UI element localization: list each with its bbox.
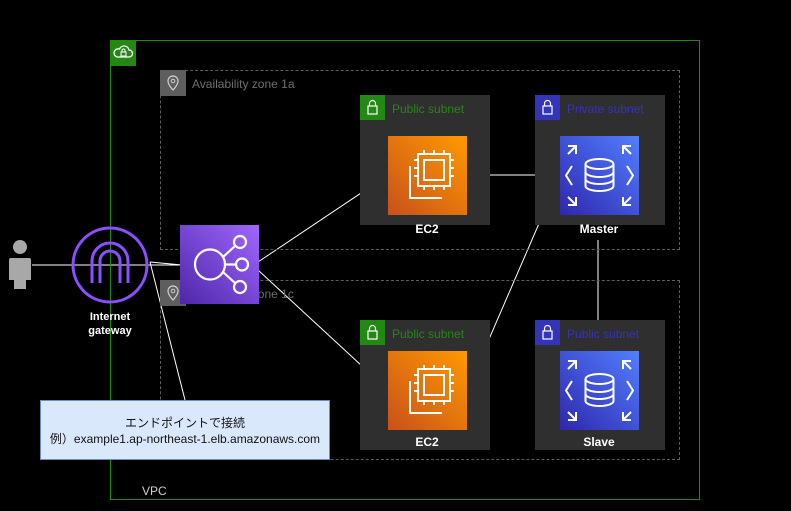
ec2-1c-label: EC2: [415, 435, 439, 449]
rds-master-label: Master: [579, 222, 619, 236]
vpc-group: [110, 40, 700, 500]
vpc-cloud-icon: [110, 40, 136, 66]
rds-database-icon[interactable]: [560, 136, 639, 215]
rds-slave-label: Slave: [583, 435, 615, 449]
lock-icon: [535, 95, 560, 120]
location-pin-icon: [160, 70, 186, 96]
availability-zone-1a-label: Availability zone 1a: [192, 77, 295, 91]
lock-icon: [360, 95, 385, 120]
public-subnet-1a-label: Public subnet: [392, 102, 465, 116]
internet-gateway-label: Internet gateway: [88, 311, 132, 337]
lock-icon: [535, 320, 560, 345]
gateway-to-elb-line: [149, 261, 183, 266]
load-balancer-icon[interactable]: [180, 225, 259, 304]
db-subnet-1c-label: Public subnet: [567, 327, 640, 341]
vpc-label: VPC: [142, 484, 167, 498]
public-subnet-1c-label: Public subnet: [392, 327, 465, 341]
lock-icon: [360, 320, 385, 345]
user-icon: [8, 238, 32, 295]
callout-line-2: 例）example1.ap-northeast-1.elb.amazonaws.…: [49, 432, 321, 446]
endpoint-callout: エンドポイントで接続 例）example1.ap-northeast-1.elb…: [40, 400, 330, 460]
internet-gateway-icon[interactable]: [70, 225, 150, 305]
ec2-1a-label: EC2: [415, 222, 439, 236]
availability-zone-1c: [160, 280, 680, 460]
ec2-instance-icon[interactable]: [388, 351, 467, 430]
callout-to-gateway-line: [149, 261, 186, 401]
availability-zone-1a: [160, 70, 680, 250]
ec2-instance-icon[interactable]: [388, 136, 467, 215]
callout-line-1: エンドポイントで接続: [124, 416, 245, 430]
private-subnet-1a-label: Private subnet: [567, 102, 644, 116]
rds-database-icon[interactable]: [560, 351, 639, 430]
